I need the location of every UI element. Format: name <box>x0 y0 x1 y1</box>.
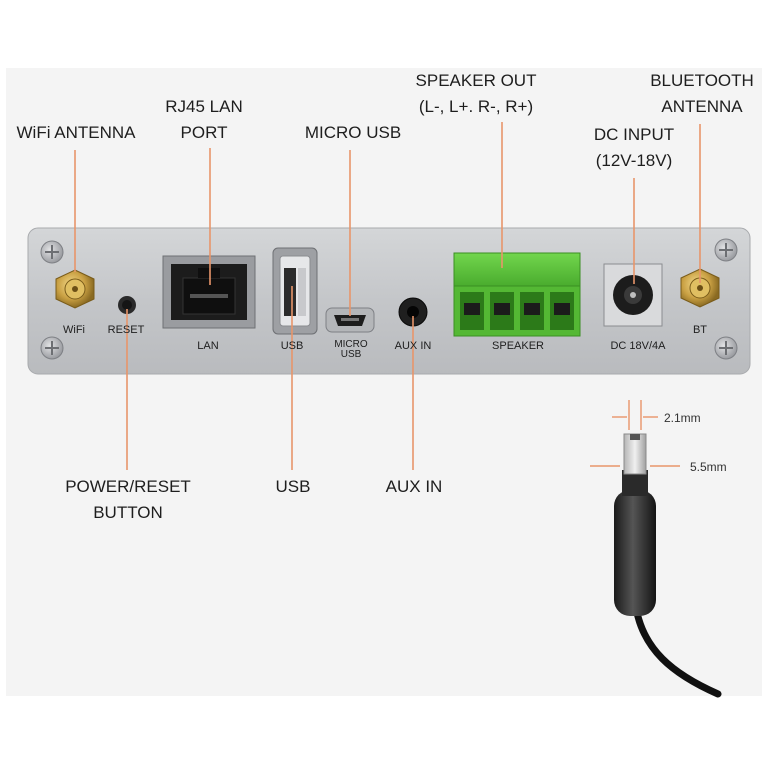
callout-micro-usb: MICRO USB <box>305 120 401 146</box>
callout-rj45-lan-port: RJ45 LAN PORT <box>165 94 242 146</box>
speaker-terminal-block-icon <box>453 252 581 337</box>
callout-micro-usb-text: MICRO USB <box>304 123 402 142</box>
panel-label-micro-usb: MICRO USB <box>334 340 367 360</box>
callout-aux-in: AUX IN <box>386 474 443 500</box>
dc-plug-cable-icon <box>614 433 722 698</box>
panel-label-micro-usb-line2: USB <box>340 349 362 360</box>
callout-power-reset-line1: POWER/RESET <box>65 477 191 496</box>
panel-screws <box>40 238 738 360</box>
panel-label-aux-in: AUX IN <box>394 340 432 352</box>
callout-wifi-antenna: WiFi ANTENNA <box>17 120 136 146</box>
dc-input-jack-icon <box>603 263 663 327</box>
callout-speaker-out: SPEAKER OUT (L-, L+. R-, R+) <box>416 68 537 120</box>
callout-rj45-line1: RJ45 LAN <box>165 97 243 116</box>
usb-port-icon <box>272 247 318 335</box>
callout-usb: USB <box>276 474 311 500</box>
callout-aux-in-text: AUX IN <box>385 477 443 496</box>
micro-usb-port-icon <box>325 307 375 333</box>
callout-bluetooth-line2: ANTENNA <box>661 97 743 116</box>
panel-label-wifi: WiFi <box>63 324 85 336</box>
callout-dc-input-line2: (12V-18V) <box>595 151 673 170</box>
callout-dc-input-line1: DC INPUT <box>593 125 675 144</box>
leader-lines <box>74 122 701 470</box>
panel-label-bt: BT <box>692 324 708 336</box>
callout-power-reset-line2: BUTTON <box>93 503 163 522</box>
dimension-label-outer: 5.5mm <box>690 460 727 474</box>
reset-button-icon <box>118 296 136 314</box>
dimension-label-inner: 2.1mm <box>664 411 701 425</box>
panel-label-usb: USB <box>280 340 304 352</box>
callout-speaker-out-line1: SPEAKER OUT <box>415 71 537 90</box>
callout-bluetooth-line1: BLUETOOTH <box>650 71 754 90</box>
lan-port-icon <box>162 255 256 329</box>
panel-label-lan: LAN <box>197 340 219 352</box>
callout-usb-text: USB <box>275 477 311 496</box>
panel-label-speaker: SPEAKER <box>492 340 544 352</box>
wifi-antenna-connector-icon <box>55 269 95 309</box>
panel-label-dc: DC 18V/4A <box>610 340 666 352</box>
dimension-marks <box>590 400 680 467</box>
callout-wifi-antenna-text: WiFi ANTENNA <box>16 123 136 142</box>
panel-label-micro-usb-line1: MICRO <box>334 339 368 350</box>
bt-antenna-connector-icon <box>680 268 720 308</box>
callout-power-reset-button: POWER/RESET BUTTON <box>65 474 191 526</box>
callout-bluetooth-antenna: BLUETOOTH ANTENNA <box>650 68 754 120</box>
panel-label-reset: RESET <box>107 324 145 336</box>
callout-dc-input: DC INPUT (12V-18V) <box>594 122 674 174</box>
callout-speaker-out-line2: (L-, L+. R-, R+) <box>418 97 534 116</box>
callout-rj45-line2: PORT <box>180 123 228 142</box>
